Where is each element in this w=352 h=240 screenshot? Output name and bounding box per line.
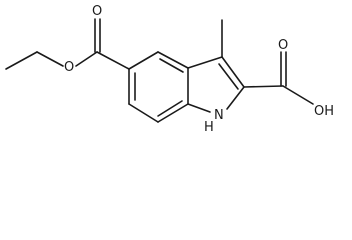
bond-benzene-c7a-c7 xyxy=(157,103,189,123)
bond-pyrrole-c3a-c3 xyxy=(187,56,223,69)
bond-ester-c-ring xyxy=(96,51,130,70)
bond-benzene-inner-c4-c3a xyxy=(159,58,184,73)
ester-group xyxy=(75,18,130,70)
bond-ester-o-c xyxy=(75,51,98,67)
bond-pyrrole-n-c7a xyxy=(187,103,211,113)
bond-benzene-c7-c6 xyxy=(128,103,159,123)
benzene-ring xyxy=(128,51,189,123)
atom-label-ring-nitrogen: N xyxy=(214,108,224,123)
bond-benzene-c5-c4 xyxy=(128,51,159,70)
atom-label-acid-carbonyl-oxygen: O xyxy=(278,38,288,53)
atom-label-ring-nh-hydrogen: H xyxy=(204,120,214,135)
chemical-structure-diagram: O O O OH N H xyxy=(5,4,335,135)
bond-pyrrole-c3-c2-a xyxy=(221,56,245,88)
bond-acid-c-oh xyxy=(282,85,314,105)
carboxylic-acid-group xyxy=(243,51,314,105)
bond-pyrrole-c3-c2-b xyxy=(218,63,239,90)
bond-acid-c2-c xyxy=(243,85,284,88)
atom-label-acid-hydroxyl: OH xyxy=(314,104,334,119)
atom-label-ester-ether-oxygen: O xyxy=(64,60,74,75)
bond-ethyl-ch3-ch2 xyxy=(5,51,38,70)
bond-benzene-inner-c7-c7a xyxy=(157,100,183,117)
bond-ethyl-ch2-o xyxy=(36,51,64,67)
ethyl-group xyxy=(5,51,64,70)
atom-label-ester-carbonyl-oxygen: O xyxy=(92,4,102,19)
bond-pyrrole-c2-n xyxy=(226,86,245,110)
pyrrole-ring xyxy=(187,56,245,113)
bond-benzene-c4-c3a xyxy=(157,51,189,69)
